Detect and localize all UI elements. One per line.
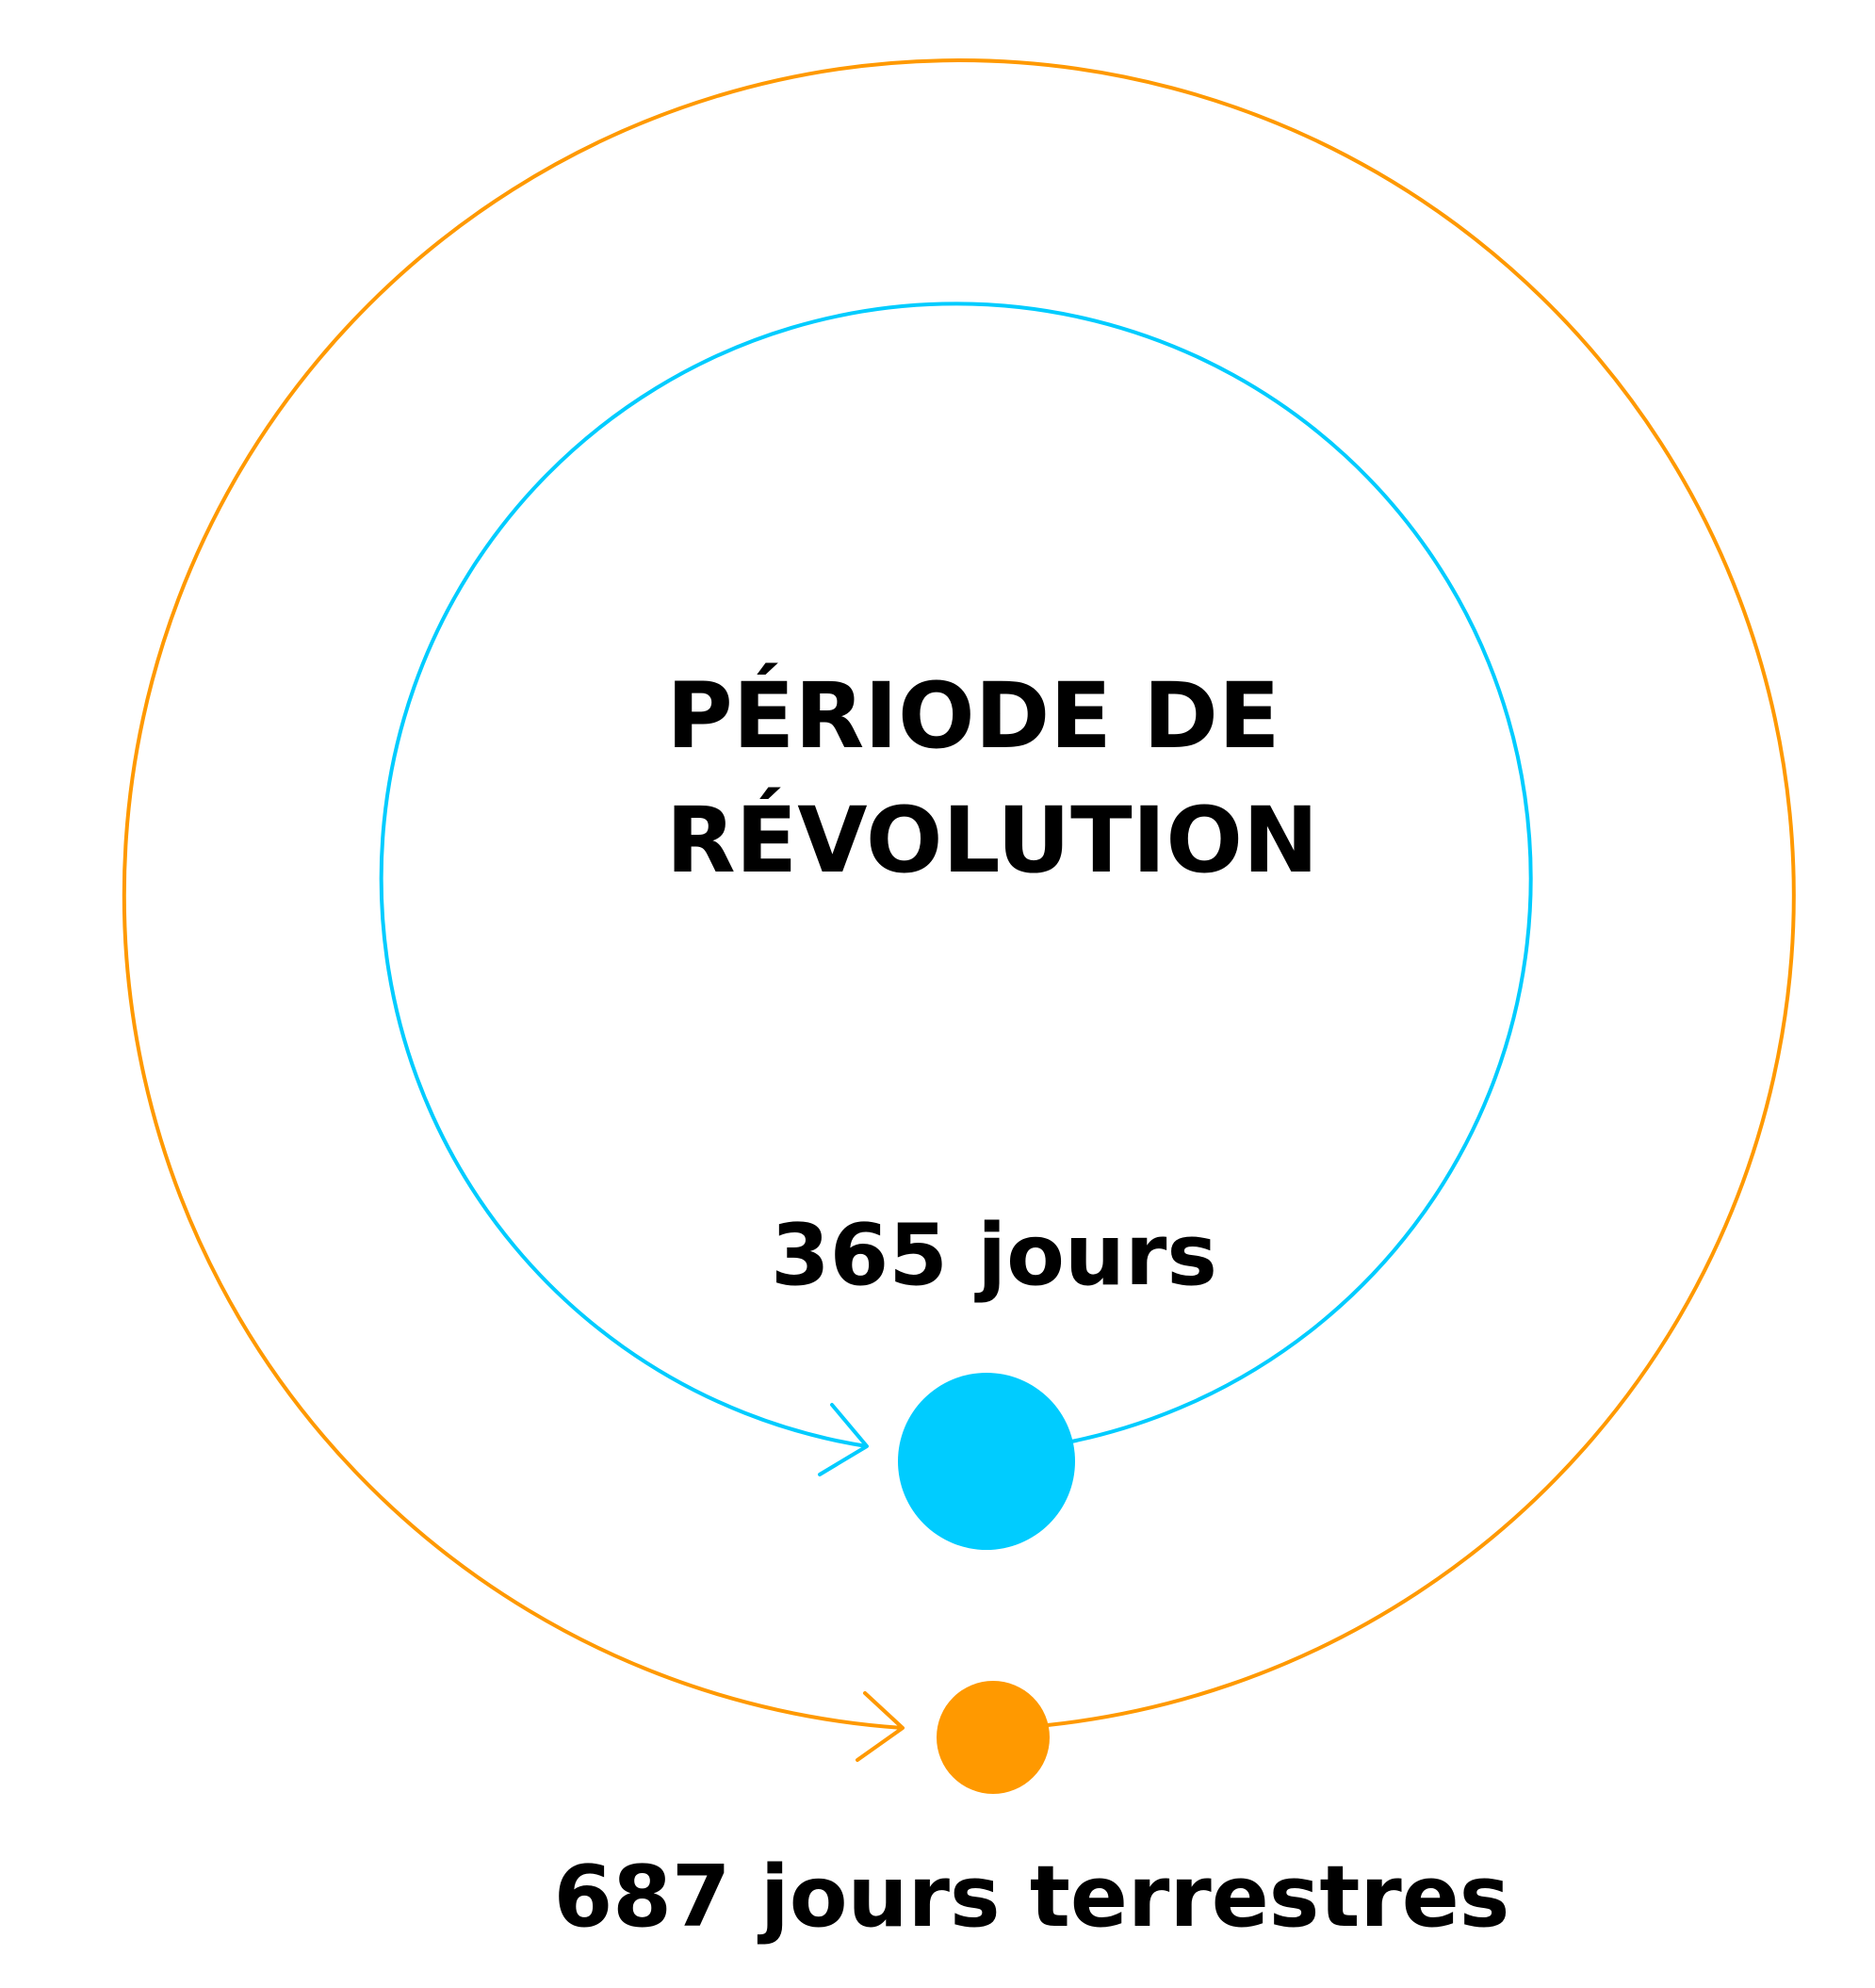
outer-orbit-period-label: 687 jours terrestres bbox=[554, 1848, 1510, 1947]
outer-orbit-path bbox=[122, 58, 1796, 1730]
diagram-title-line-2: RÉVOLUTION bbox=[666, 787, 1319, 893]
mars-planet bbox=[937, 1681, 1050, 1794]
inner-orbit-period-label: 365 jours bbox=[771, 1206, 1217, 1305]
outer-orbit-arrowhead bbox=[856, 1691, 905, 1762]
inner-orbit-arrowhead bbox=[818, 1403, 869, 1476]
inner-orbit-path bbox=[379, 301, 1533, 1448]
diagram-title-line-1: PÉRIODE DE bbox=[666, 662, 1280, 769]
earth-planet bbox=[898, 1373, 1075, 1550]
